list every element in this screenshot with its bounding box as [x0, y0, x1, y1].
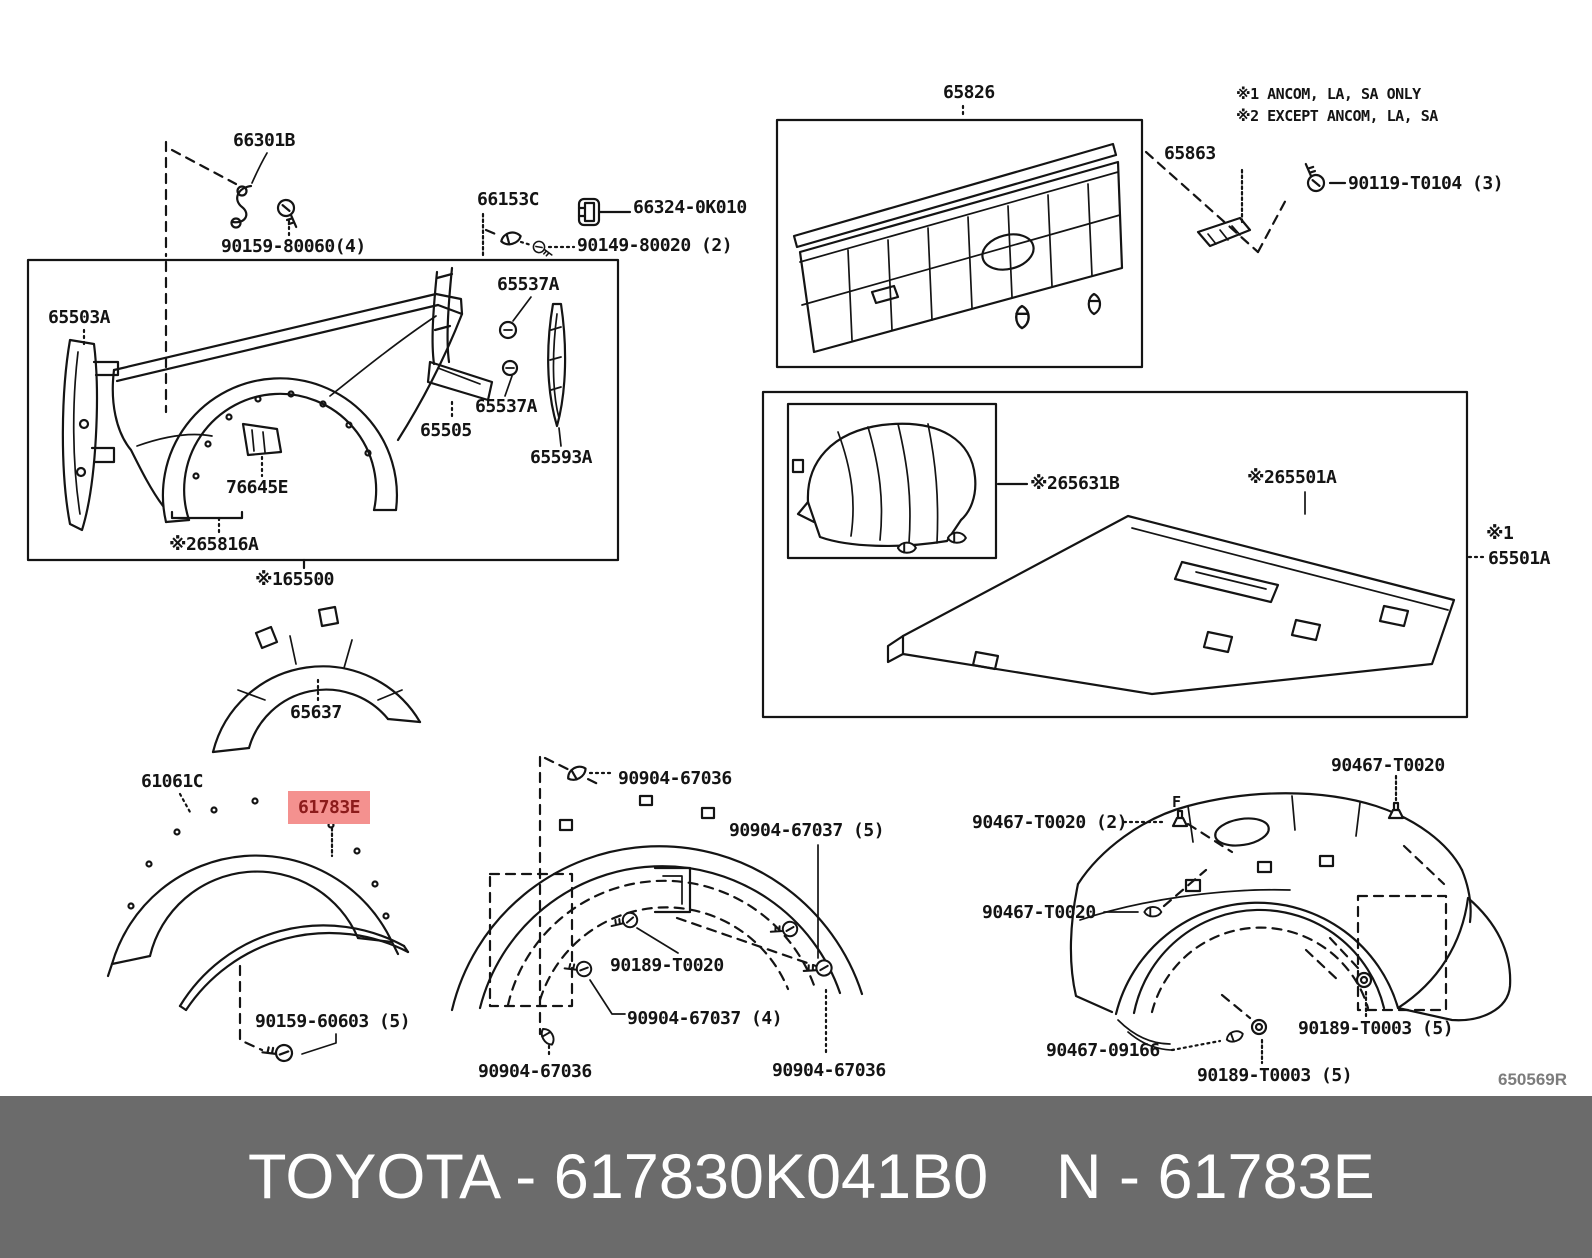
part-label-65826[interactable]: 65826: [943, 82, 995, 103]
part-label-66324-0k010[interactable]: 66324-0K010: [633, 197, 747, 218]
part-label-90467-t0020-mid[interactable]: 90467-T0020: [982, 902, 1096, 923]
part-label-265816a[interactable]: ※265816A: [169, 534, 259, 555]
sketch-fasteners-top-left: [164, 140, 632, 260]
part-label-note-ref-1: ※1: [1486, 523, 1514, 544]
part-label-65537a-lower[interactable]: 65537A: [475, 396, 538, 417]
part-label-90119-t0104[interactable]: 90119-T0104 (3): [1348, 173, 1504, 194]
sketch-box-65826: [775, 104, 1144, 369]
part-label-65503a[interactable]: 65503A: [48, 307, 111, 328]
part-label-90189-t0003-lower[interactable]: 90189-T0003 (5): [1197, 1065, 1353, 1086]
part-label-66153c[interactable]: 66153C: [477, 189, 540, 210]
sketch-box-65500: [26, 258, 620, 570]
part-label-65505[interactable]: 65505: [420, 420, 472, 441]
part-label-76645e[interactable]: 76645E: [226, 477, 289, 498]
sketch-box-65501: [761, 390, 1487, 719]
part-label-65593a[interactable]: 65593A: [530, 447, 593, 468]
sketch-65637: [211, 605, 422, 754]
footer-ref-code: N - 61783E: [1056, 1142, 1375, 1212]
note-ancom-only: ※1 ANCOM, LA, SA ONLY: [1236, 85, 1421, 103]
part-label-90904-67036-top[interactable]: 90904-67036: [618, 768, 732, 789]
part-label-65637[interactable]: 65637: [290, 702, 342, 723]
drawing-code: 650569R: [1498, 1070, 1568, 1089]
part-label-65863[interactable]: 65863: [1164, 143, 1216, 164]
part-label-90149-80020[interactable]: 90149-80020 (2): [577, 235, 733, 256]
part-label-61783e-highlighted[interactable]: 61783E: [288, 791, 370, 824]
part-label-65500[interactable]: ※165500: [255, 569, 335, 590]
part-label-90904-67037-4[interactable]: 90904-67037 (4): [627, 1008, 783, 1029]
part-label-90189-t0020[interactable]: 90189-T0020: [610, 955, 724, 976]
footer-part-number: TOYOTA - 617830K041B0: [248, 1142, 989, 1212]
note-except-ancom: ※2 EXCEPT ANCOM, LA, SA: [1236, 107, 1438, 125]
part-label-90159-60603[interactable]: 90159-60603 (5): [255, 1011, 411, 1032]
part-label-90467-t0020-top[interactable]: 90467-T0020: [1331, 755, 1445, 776]
sketch-center-liner: [450, 755, 864, 1060]
footer-banner: TOYOTA - 617830K041B0 N - 61783E: [0, 1096, 1592, 1258]
part-label-61061c[interactable]: 61061C: [141, 771, 204, 792]
sketch-61061c-61783e: [106, 792, 410, 1069]
part-label-66301b[interactable]: 66301B: [233, 130, 296, 151]
part-label-265501a[interactable]: ※265501A: [1247, 467, 1337, 488]
part-label-90904-67037-5[interactable]: 90904-67037 (5): [729, 820, 885, 841]
part-label-65537a-upper[interactable]: 65537A: [497, 274, 560, 295]
part-label-90467-t0020-2[interactable]: 90467-T0020 (2): [972, 812, 1128, 833]
sketch-right-wheelhouse: [1069, 774, 1512, 1065]
part-label-90904-67036-bottom-right[interactable]: 90904-67036: [772, 1060, 886, 1081]
part-label-65501a[interactable]: 65501A: [1488, 548, 1551, 569]
part-label-90189-t0003-upper[interactable]: 90189-T0003 (5): [1298, 1018, 1454, 1039]
sketch-65863: [1144, 150, 1347, 254]
part-label-265631b[interactable]: ※265631B: [1030, 473, 1120, 494]
part-label-90159-80060[interactable]: 90159-80060(4): [221, 236, 366, 257]
f-marker: F: [1172, 793, 1182, 811]
part-label-90904-67036-bottom-left[interactable]: 90904-67036: [478, 1061, 592, 1082]
part-label-90467-09166[interactable]: 90467-09166: [1046, 1040, 1160, 1061]
